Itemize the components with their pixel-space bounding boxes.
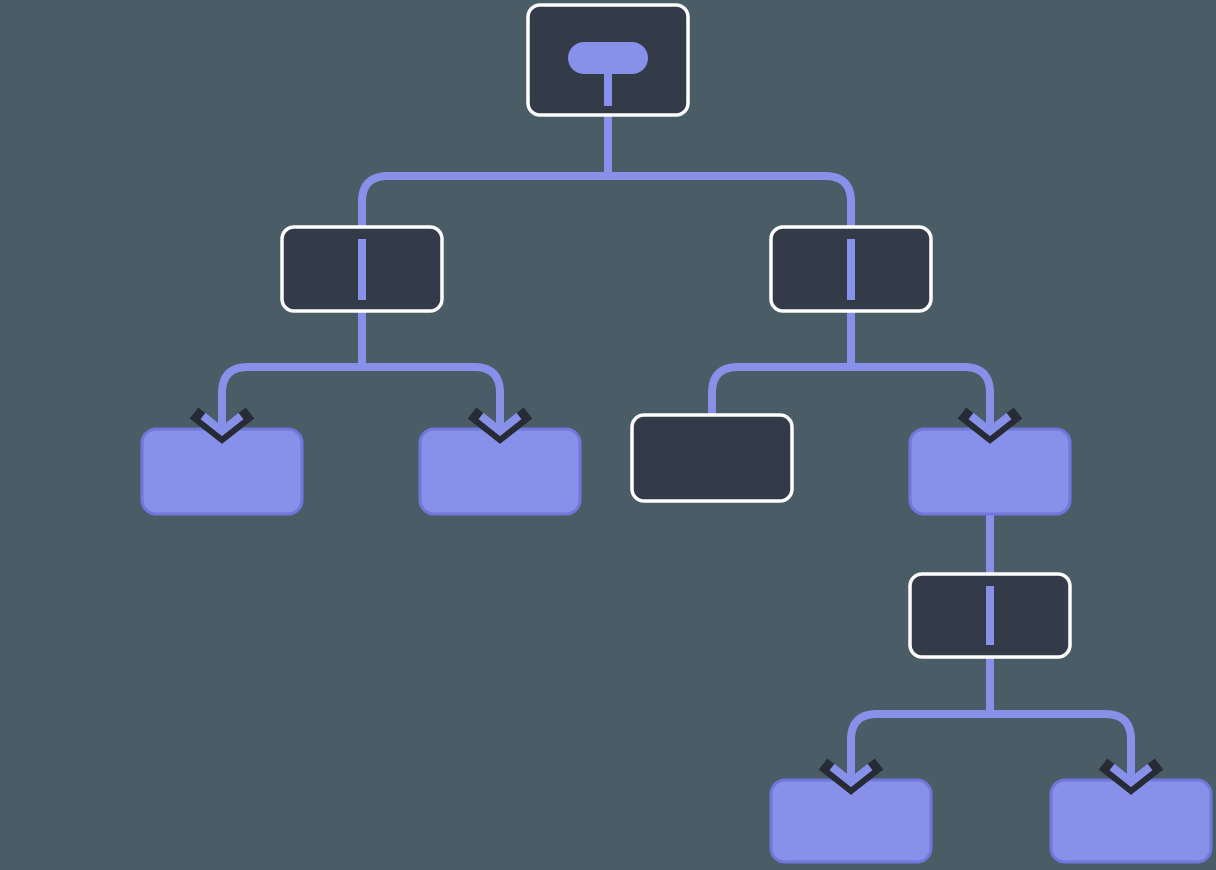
arrow-down-icon <box>189 407 255 444</box>
arrow-chevron-purple <box>968 412 1012 437</box>
arrow-down-icon <box>957 407 1023 444</box>
arrow-layer <box>189 407 1164 795</box>
arrow-down-icon <box>1098 758 1164 795</box>
connector-edge-gate-left-fork <box>218 363 504 428</box>
connector-edge-gate-bottom-fork <box>847 710 1135 779</box>
arrow-down-icon <box>467 407 533 444</box>
arrow-chevron-purple <box>200 412 244 437</box>
connector-edge-gate-right-fork <box>708 363 994 428</box>
pill-toggle-icon <box>568 42 648 74</box>
node-layer <box>140 3 1213 864</box>
pill-stem <box>604 64 612 106</box>
node-dark-leaf[interactable] <box>630 413 794 503</box>
arrow-chevron-purple <box>829 763 873 788</box>
arrow-chevron-purple <box>478 412 522 437</box>
pass-through-line-icon <box>358 239 366 300</box>
arrow-chevron-purple <box>1109 763 1153 788</box>
pass-through-line-icon <box>847 239 855 300</box>
pass-through-line-icon <box>986 586 994 645</box>
connector-edge-root-fork <box>358 172 855 230</box>
arrow-down-icon <box>818 758 884 795</box>
connector-layer <box>218 112 1135 779</box>
